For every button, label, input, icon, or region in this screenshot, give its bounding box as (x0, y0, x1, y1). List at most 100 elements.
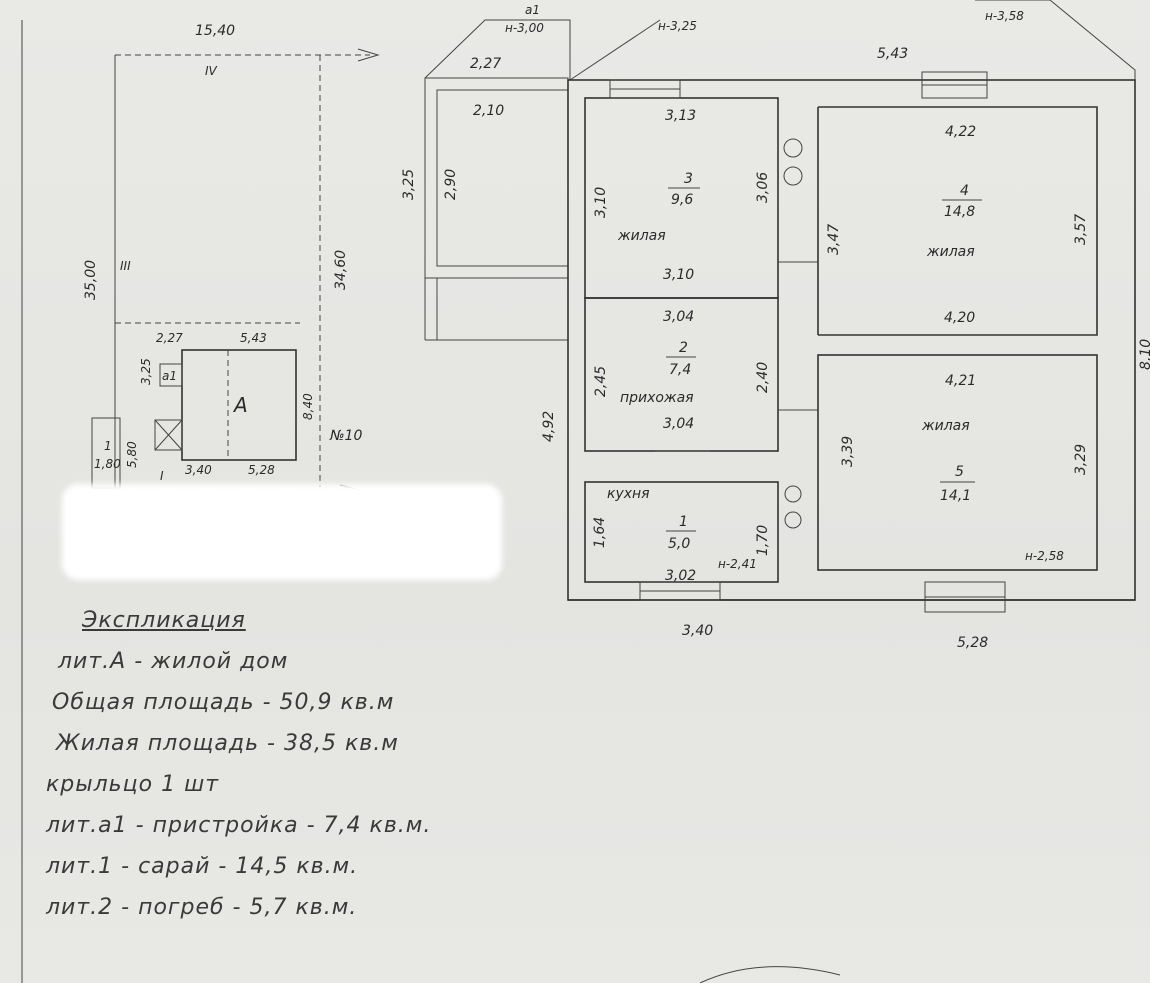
dim-325: 3,25 (401, 169, 417, 200)
explication-line: крыльцо 1 шт (46, 772, 220, 797)
room-5-label: жилая 5 14,1 (921, 418, 975, 504)
redacted-area (62, 484, 502, 580)
room-3-label: 3 9,6 жилая (617, 171, 700, 244)
room-4-label: 4 14,8 жилая (926, 183, 982, 260)
dim-302: 3,02 (665, 568, 696, 584)
mark-h325: н-3,25 (658, 19, 697, 33)
room-2-number: 2 (679, 340, 688, 356)
dim-site-528: 5,28 (248, 463, 275, 477)
dim-240: 2,40 (755, 362, 771, 393)
room-5-number: 5 (955, 464, 964, 480)
dim-310v: 3,10 (593, 187, 609, 218)
explication-line: лит.А - жилой дом (58, 649, 289, 674)
room-5-walls (817, 354, 1098, 571)
stove-icon (783, 166, 803, 186)
mark-h358: н-3,58 (985, 9, 1024, 23)
annex-roof-outline (424, 19, 571, 80)
dim-304t: 3,04 (663, 309, 694, 325)
dim-site-340: 3,40 (185, 463, 212, 477)
room-2-label: 2 7,4 прихожая (620, 340, 696, 406)
room-1-area: 5,0 (668, 536, 690, 552)
room-4-number: 4 (960, 183, 969, 199)
mark-h300: н-3,00 (505, 21, 544, 35)
room-1-number: 1 (679, 514, 688, 530)
dim-site-227: 2,27 (156, 331, 183, 345)
dim-site-325: 3,25 (139, 358, 153, 385)
dim-340: 3,40 (682, 623, 713, 639)
dim-304b: 3,04 (663, 416, 694, 432)
annex-a1-outline (159, 363, 183, 387)
explication-line: лит.2 - погреб - 5,7 кв.м. (46, 895, 358, 920)
explication-block: Экспликация лит.А - жилой дом Общая площ… (46, 600, 566, 928)
porch-outline (154, 419, 183, 451)
dim-329: 3,29 (1073, 444, 1089, 475)
mark-h258: н-2,58 (1025, 549, 1064, 563)
main-roof-outline (569, 19, 661, 81)
dim-170: 1,70 (755, 525, 771, 556)
explication-line: Жилая площадь - 38,5 кв.м (56, 731, 399, 756)
stove-icon (784, 511, 802, 529)
dim-site-543: 5,43 (240, 331, 267, 345)
porch-cross (154, 419, 183, 451)
house-floor-plan: н-3,00 а1 н-3,25 н-3,58 н-2,41 н-2,58 2,… (401, 0, 1150, 651)
dim-528: 5,28 (957, 635, 988, 651)
dim-421: 4,21 (945, 373, 976, 389)
room-3-number: 3 (684, 171, 693, 187)
house-a-outline (181, 349, 297, 461)
dim-339: 3,39 (840, 436, 856, 467)
house-outer-wall (567, 79, 1136, 601)
dim-site-580: 5,80 (125, 441, 139, 468)
stove-icon (783, 138, 803, 158)
arrow-top-icon (357, 48, 380, 62)
house-letter: А (232, 393, 248, 417)
dim-420: 4,20 (944, 310, 975, 326)
room-4-walls (818, 106, 1098, 336)
dim-357: 3,57 (1073, 214, 1089, 245)
dim-543: 5,43 (877, 46, 908, 62)
dim-site-180: 1,80 (94, 457, 121, 471)
dim-422: 4,22 (945, 124, 976, 140)
dim-site-length-right: 34,60 (333, 250, 349, 290)
house-number: №10 (329, 428, 362, 444)
annex-a1-label: а1 (162, 369, 177, 383)
room-5-area: 14,1 (940, 488, 971, 504)
room-3-area: 9,6 (671, 192, 693, 208)
dim-245: 2,45 (593, 366, 609, 397)
room-2-name: прихожая (620, 390, 694, 406)
dim-290: 2,90 (443, 169, 459, 200)
room-1-name: кухня (607, 486, 650, 502)
explication-line: Общая площадь - 50,9 кв.м (52, 690, 395, 715)
shed-number: 1 (104, 439, 112, 453)
room-4-name: жилая (926, 244, 975, 260)
margin-curve (699, 966, 841, 983)
dim-site-width: 15,40 (195, 23, 235, 39)
stove-icon (784, 485, 802, 503)
room-3-name: жилая (617, 228, 666, 244)
dim-edge-right: 8,10 (1138, 339, 1150, 370)
dim-site-length-left: 35,00 (83, 260, 99, 300)
roman-bottom: I (160, 469, 164, 483)
dim-313: 3,13 (665, 108, 696, 124)
dim-164: 1,64 (592, 517, 608, 548)
explication-line: лит.а1 - пристройка - 7,4 кв.м. (46, 813, 432, 838)
room-4-area: 14,8 (944, 204, 975, 220)
dim-227: 2,27 (470, 56, 501, 72)
roman-top: IV (205, 64, 218, 78)
mark-h241: н-2,41 (718, 557, 757, 571)
right-roof-outline (975, 0, 1136, 600)
dim-347: 3,47 (826, 224, 842, 255)
annex-a1-mark: а1 (525, 3, 540, 17)
dim-site-840: 8,40 (301, 393, 315, 420)
room-2-area: 7,4 (669, 362, 691, 378)
dim-306: 3,06 (755, 172, 771, 203)
room-5-name: жилая (921, 418, 970, 434)
dim-210: 2,10 (473, 103, 504, 119)
explication-line: лит.1 - сарай - 14,5 кв.м. (46, 854, 359, 879)
dim-492: 4,92 (541, 411, 557, 442)
dim-310h: 3,10 (663, 267, 694, 283)
roman-left: III (120, 259, 131, 273)
room-1-label: кухня 1 5,0 (607, 486, 696, 552)
explication-title: Экспликация (82, 608, 246, 633)
